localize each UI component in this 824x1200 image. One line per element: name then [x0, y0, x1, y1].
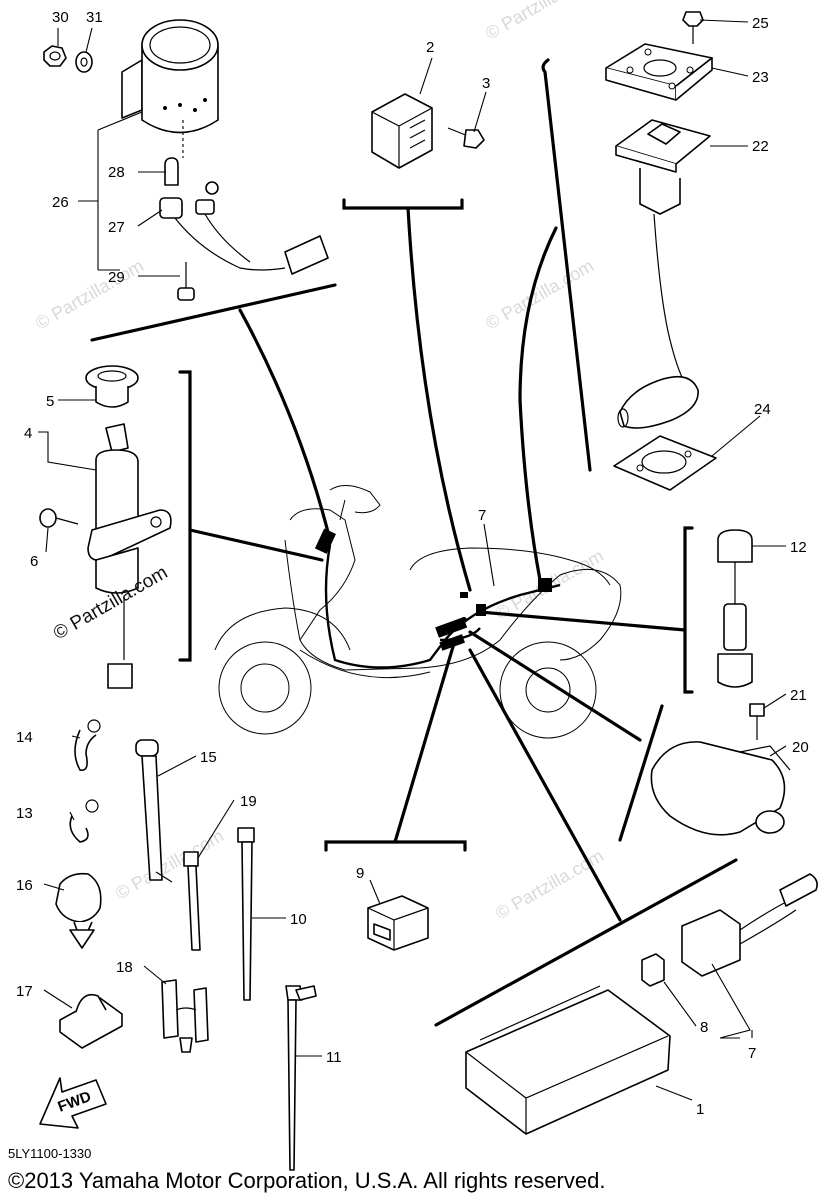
label-22: 22 [752, 138, 769, 155]
harness-connector-7 [681, 873, 818, 977]
label-18: 18 [116, 959, 133, 976]
connector-9 [367, 895, 429, 951]
label-15: 15 [200, 749, 217, 766]
screw-6 [39, 508, 79, 528]
clamp-16 [55, 872, 102, 949]
ecu-1 [465, 985, 671, 1135]
scooter-outline [214, 485, 622, 739]
bulb-28 [164, 157, 179, 186]
fuel-sender-unit-22 [615, 119, 711, 429]
label-26: 26 [52, 194, 69, 211]
label-27: 27 [108, 219, 125, 236]
label-10: 10 [290, 911, 307, 928]
cable-tie-10 [237, 827, 255, 1001]
label-12: 12 [790, 539, 807, 556]
label-5: 5 [46, 393, 54, 410]
label-24: 24 [754, 401, 771, 418]
bulb-socket-27 [159, 181, 329, 275]
cable-tie-19 [183, 851, 201, 951]
label-7-connector: 7 [748, 1045, 756, 1062]
label-20: 20 [792, 739, 809, 756]
copyright-notice: ©2013 Yamaha Motor Corporation, U.S.A. A… [8, 1168, 605, 1193]
label-8: 8 [700, 1019, 708, 1036]
label-14: 14 [16, 729, 33, 746]
label-7-harness: 7 [478, 507, 486, 524]
label-2: 2 [426, 39, 434, 56]
nut-30 [43, 45, 67, 67]
leader-lines [38, 19, 787, 1101]
label-30: 30 [52, 9, 69, 26]
label-16: 16 [16, 877, 33, 894]
label-29: 29 [108, 269, 125, 286]
clip-18 [161, 979, 209, 1053]
rivet-21 [749, 703, 765, 740]
drawing-code: 5LY1100-1330 [8, 1146, 91, 1161]
screw-25 [682, 11, 704, 44]
label-23: 23 [752, 69, 769, 86]
component-20 [650, 741, 791, 836]
label-11: 11 [326, 1049, 342, 1066]
watermark-text: © Partzilla.com [32, 255, 147, 333]
meter-assembly [121, 19, 219, 158]
relay-2 [371, 93, 433, 169]
fwd-arrow-icon: FWD [39, 1077, 107, 1129]
label-4: 4 [24, 425, 32, 442]
washer-31 [75, 51, 93, 73]
switch-12 [717, 529, 753, 688]
cable-tie-11 [285, 985, 317, 1171]
part-number-labels: 30 31 28 26 27 29 2 3 25 23 22 24 5 4 6 … [16, 9, 809, 1118]
clamp-17 [59, 993, 123, 1049]
label-19: 19 [240, 793, 257, 810]
band-15 [135, 739, 173, 883]
main-switch-4 [87, 423, 172, 689]
grommet-5 [85, 365, 139, 408]
label-21: 21 [790, 687, 807, 704]
watermark-text: © Partzilla.com [492, 845, 607, 923]
connector-8 [641, 953, 665, 987]
label-25: 25 [752, 15, 769, 32]
label-13: 13 [16, 805, 33, 822]
watermark-text: © Partzilla.com [112, 825, 227, 903]
watermark-text: © Partzilla.com [482, 0, 597, 43]
gasket-24 [613, 435, 717, 491]
label-17: 17 [16, 983, 33, 1000]
gasket-plate-23 [605, 43, 713, 101]
label-6: 6 [30, 553, 38, 570]
clamp-14 [74, 719, 101, 771]
label-9: 9 [356, 865, 364, 882]
label-28: 28 [108, 164, 125, 181]
label-31: 31 [86, 9, 103, 26]
screw-29 [177, 262, 195, 301]
label-1: 1 [696, 1101, 704, 1118]
clamp-13 [69, 799, 99, 843]
label-3: 3 [482, 75, 490, 92]
bolt-3 [447, 127, 485, 149]
callout-brackets [90, 58, 738, 1027]
